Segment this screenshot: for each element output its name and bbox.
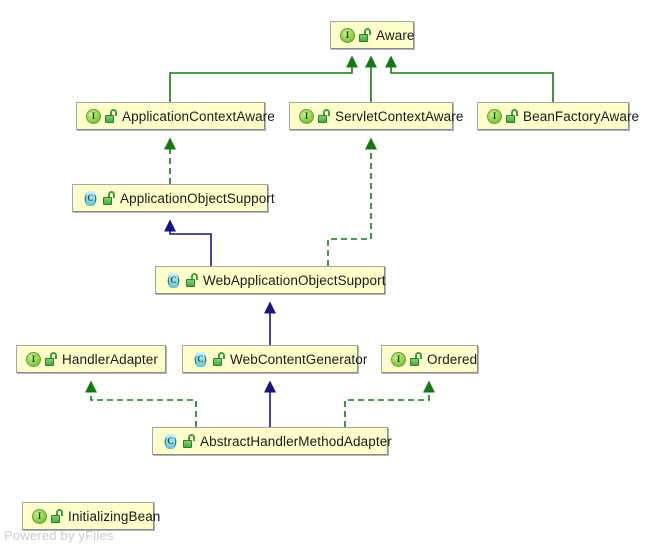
node-label: Ordered	[427, 351, 478, 367]
edge-appctxaware-aware	[169, 55, 358, 102]
interface-icon: I	[391, 351, 406, 367]
node-label: Aware	[376, 27, 415, 43]
node-markers: (C)	[192, 351, 225, 367]
node-label: BeanFactoryAware	[523, 108, 640, 124]
interface-icon: I	[32, 508, 47, 524]
public-lock-icon	[51, 509, 63, 523]
node-applicationcontextaware[interactable]: I ApplicationContextAware	[76, 102, 275, 130]
edge-beanfactory-aware	[385, 55, 554, 102]
node-abstracthandlermethodadapter[interactable]: (C) AbstractHandlerMethodAdapter	[152, 427, 392, 455]
edge-webappobjsup-srvctxaware	[327, 137, 377, 266]
node-label: AbstractHandlerMethodAdapter	[200, 433, 392, 449]
public-lock-icon	[103, 191, 115, 205]
node-markers: I	[32, 508, 63, 524]
node-label: HandlerAdapter	[62, 351, 158, 367]
class-icon: (C)	[82, 190, 99, 206]
interface-icon: I	[340, 27, 355, 43]
public-lock-icon	[45, 352, 57, 366]
node-markers: I	[391, 351, 422, 367]
interface-icon: I	[26, 351, 41, 367]
yfiles-watermark: Powered by yFiles	[4, 528, 114, 543]
node-webapplicationobjectsupport[interactable]: (C) WebApplicationObjectSupport	[155, 266, 385, 294]
node-label: ServletContextAware	[335, 108, 464, 124]
public-lock-icon	[318, 109, 330, 123]
node-markers: I	[26, 351, 57, 367]
node-markers: I	[487, 108, 518, 124]
node-handleradapter[interactable]: I HandlerAdapter	[16, 345, 166, 373]
node-aware[interactable]: I Aware	[330, 21, 414, 49]
node-markers: I	[299, 108, 330, 124]
node-markers: I	[86, 108, 117, 124]
public-lock-icon	[359, 28, 371, 42]
public-lock-icon	[213, 352, 225, 366]
node-ordered[interactable]: I Ordered	[381, 345, 478, 373]
node-markers: (C)	[165, 272, 198, 288]
class-icon: (C)	[192, 351, 209, 367]
class-icon: (C)	[165, 272, 182, 288]
interface-icon: I	[86, 108, 101, 124]
node-webcontentgenerator[interactable]: (C) WebContentGenerator	[182, 345, 367, 373]
node-label: InitializingBean	[68, 508, 161, 524]
edge-abshandler-handleradapt	[85, 380, 197, 427]
node-servletcontextaware[interactable]: I ServletContextAware	[289, 102, 463, 130]
edge-abshandler-ordered	[344, 380, 435, 427]
node-markers: I	[340, 27, 371, 43]
interface-icon: I	[299, 108, 314, 124]
node-beanfactoryaware[interactable]: I BeanFactoryAware	[477, 102, 639, 130]
node-label: WebApplicationObjectSupport	[203, 272, 386, 288]
public-lock-icon	[183, 434, 195, 448]
public-lock-icon	[105, 109, 117, 123]
public-lock-icon	[506, 109, 518, 123]
public-lock-icon	[410, 352, 422, 366]
node-initializingbean[interactable]: I InitializingBean	[22, 502, 160, 530]
node-applicationobjectsupport[interactable]: (C) ApplicationObjectSupport	[72, 184, 275, 212]
node-label: WebContentGenerator	[230, 351, 368, 367]
class-icon: (C)	[162, 433, 179, 449]
node-markers: (C)	[162, 433, 195, 449]
node-markers: (C)	[82, 190, 115, 206]
interface-icon: I	[487, 108, 502, 124]
node-label: ApplicationContextAware	[122, 108, 275, 124]
public-lock-icon	[186, 273, 198, 287]
node-label: ApplicationObjectSupport	[120, 190, 275, 206]
edge-webappobjsup-appobjsup	[164, 219, 212, 266]
